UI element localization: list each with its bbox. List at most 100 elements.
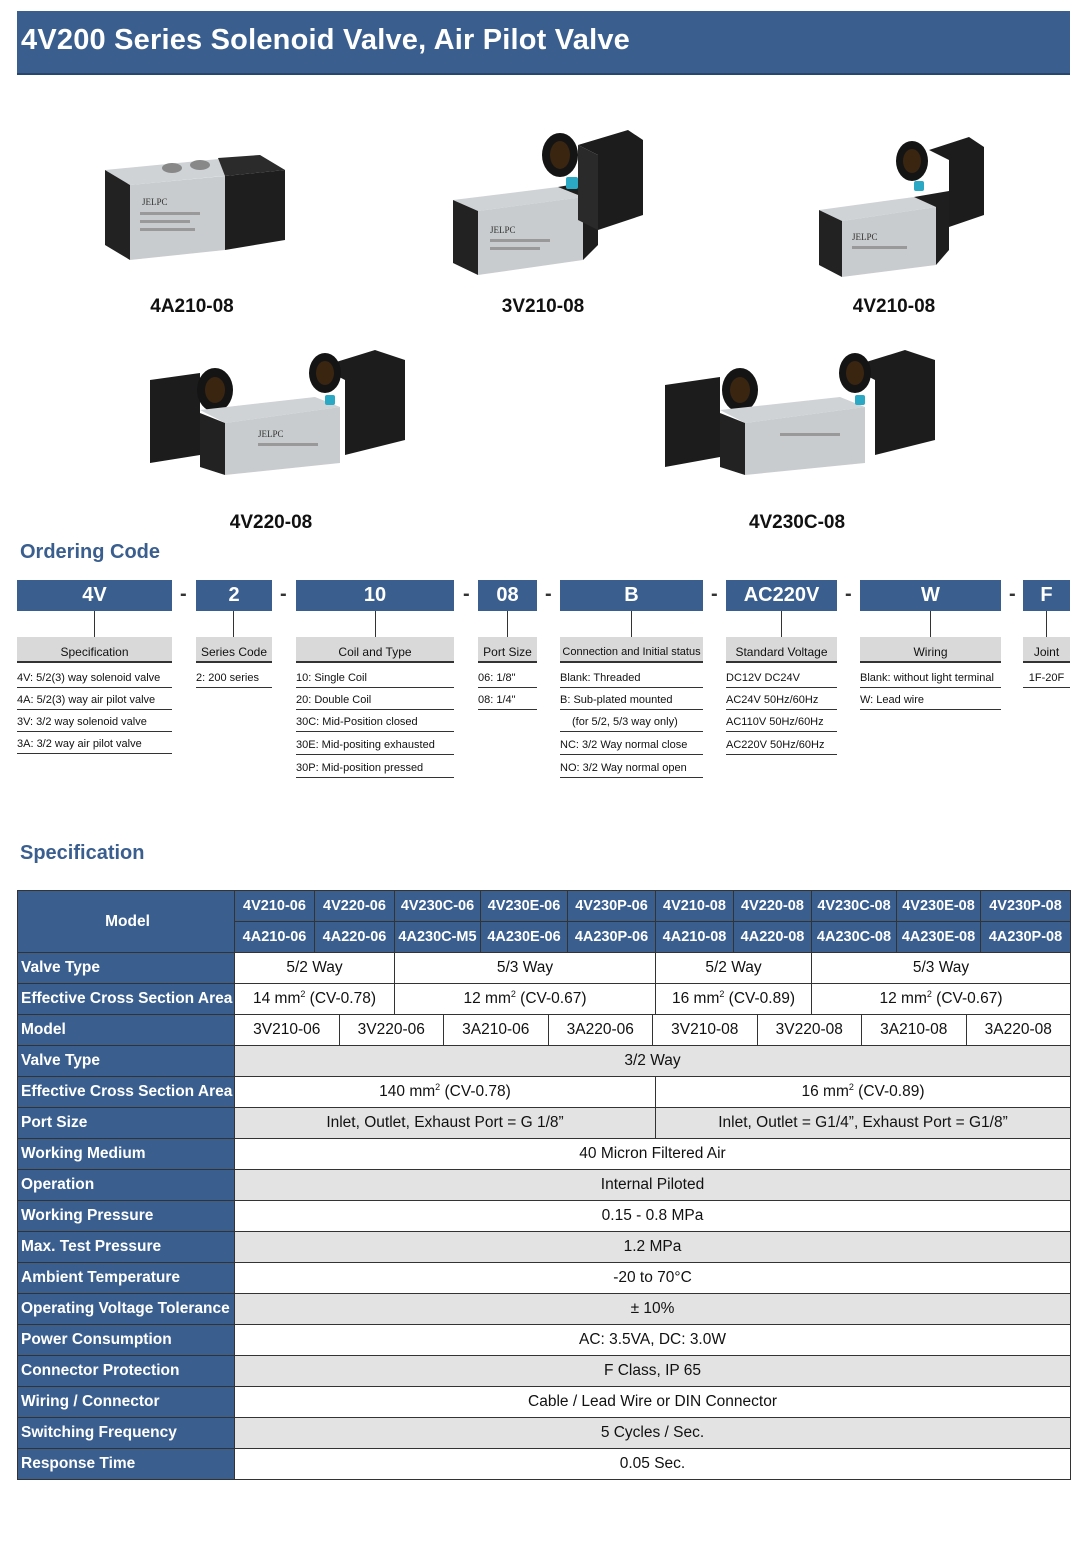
table-row: Switching Frequency 5 Cycles / Sec.: [17, 1417, 1071, 1449]
table-row: Effective Cross Section Area 140 mm2 (CV…: [17, 1076, 1071, 1108]
product-label: 4V210-08: [852, 296, 936, 317]
table-row: Effective Cross Section Area 14 mm2 (CV-…: [17, 983, 1071, 1015]
code-option: NO: 3/2 Way normal open: [560, 760, 703, 778]
model-cell: 4A210-06: [234, 921, 315, 953]
row-label: Working Pressure: [17, 1200, 235, 1232]
code-option: 30P: Mid-position pressed: [296, 760, 454, 778]
code-column-head: Coil and Type: [296, 637, 454, 663]
code-option: (for 5/2, 5/3 way only): [560, 714, 703, 732]
table-row: Working Pressure 0.15 - 0.8 MPa: [17, 1200, 1071, 1232]
table-row: Ambient Temperature -20 to 70°C: [17, 1262, 1071, 1294]
connector-line: [930, 611, 931, 637]
code-specification: 4V: [17, 580, 172, 611]
table-cell: 12 mm2 (CV-0.67): [394, 983, 656, 1015]
row-label: Model: [17, 890, 235, 953]
table-cell: 14 mm2 (CV-0.78): [234, 983, 395, 1015]
table-cell: 3/2 Way: [234, 1045, 1071, 1077]
code-option: DC12V DC24V: [726, 670, 837, 688]
code-option: 10: Single Coil: [296, 670, 454, 688]
code-wiring: W: [860, 580, 1001, 611]
table-row: Valve Type 3/2 Way: [17, 1045, 1071, 1077]
code-option: 1F-20F: [1023, 670, 1070, 688]
row-label: Wiring / Connector: [17, 1386, 235, 1418]
code-option: Blank: without light terminal: [860, 670, 1001, 688]
code-option: 30C: Mid-Position closed: [296, 714, 454, 732]
row-label: Valve Type: [17, 952, 235, 984]
row-label: Operation: [17, 1169, 235, 1201]
code-option: W: Lead wire: [860, 692, 1001, 710]
product-label: 4A210-08: [150, 296, 234, 317]
code-option: B: Sub-plated mounted: [560, 692, 703, 710]
model-cell: 4V230E-08: [896, 890, 981, 922]
code-option: 08: 1/4": [478, 692, 537, 710]
table-row: Power Consumption AC: 3.5VA, DC: 3.0W: [17, 1324, 1071, 1356]
model-cell: 4V230E-06: [480, 890, 568, 922]
code-separator: -: [180, 583, 187, 605]
code-option: AC110V 50Hz/60Hz: [726, 714, 837, 732]
model-cell: 4V230P-06: [567, 890, 656, 922]
connector-line: [375, 611, 376, 637]
table-cell: 16 mm2 (CV-0.89): [655, 1076, 1071, 1108]
code-coil-type: 10: [296, 580, 454, 611]
code-option: 30E: Mid-positing exhausted: [296, 737, 454, 755]
table-row: Connector Protection F Class, IP 65: [17, 1355, 1071, 1387]
code-column-head: Wiring: [860, 637, 1001, 663]
code-column-head: Series Code: [196, 637, 272, 663]
code-separator: -: [463, 583, 470, 605]
connector-line: [1046, 611, 1047, 637]
model-cell: 4A230P-08: [980, 921, 1071, 953]
product-image-4v230c: [660, 345, 940, 485]
model-cell: 4V220-08: [733, 890, 812, 922]
row-label: Effective Cross Section Area: [17, 983, 235, 1015]
code-column-head: Port Size: [478, 637, 537, 663]
row-label: Valve Type: [17, 1045, 235, 1077]
code-voltage: AC220V: [726, 580, 837, 611]
model-cell: 4A230E-08: [896, 921, 981, 953]
row-label: Working Medium: [17, 1138, 235, 1170]
row-label: Operating Voltage Tolerance: [17, 1293, 235, 1325]
table-row: Max. Test Pressure 1.2 MPa: [17, 1231, 1071, 1263]
model-cell: 3V220-08: [756, 1015, 862, 1045]
model-cell: 4V230C-08: [811, 890, 897, 922]
connector-line: [94, 611, 95, 637]
specification-table: Model 4V210-06 4V220-06 4V230C-06 4V230E…: [17, 890, 1071, 1480]
ordering-code-heading: Ordering Code: [20, 541, 161, 563]
code-column-head: Joint: [1023, 637, 1070, 663]
brand-logo: JELPC: [852, 232, 878, 242]
code-connection: B: [560, 580, 703, 611]
table-row: 4A210-06 4A220-06 4A230C-M5 4A230E-06 4A…: [18, 921, 1071, 953]
page-title: 4V200 Series Solenoid Valve, Air Pilot V…: [21, 24, 630, 56]
code-column-head: Specification: [17, 637, 172, 663]
product-label: 3V210-08: [501, 296, 585, 317]
table-cell: 140 mm2 (CV-0.78): [234, 1076, 656, 1108]
code-option: 4A: 5/2(3) way air pilot valve: [17, 692, 172, 710]
specification-heading: Specification: [20, 842, 145, 864]
model-cell: 4A230E-06: [480, 921, 568, 953]
product-image-3v210: JELPC: [448, 125, 648, 280]
connector-line: [631, 611, 632, 637]
model-cell: 4V220-06: [314, 890, 395, 922]
title-bar: 4V200 Series Solenoid Valve, Air Pilot V…: [17, 11, 1070, 75]
table-cell: 5/3 Way: [811, 952, 1071, 984]
connector-line: [233, 611, 234, 637]
product-label: 4V220-08: [229, 512, 313, 533]
connector-line: [507, 611, 508, 637]
table-cell: 12 mm2 (CV-0.67): [811, 983, 1071, 1015]
model-cell: 4A210-08: [655, 921, 734, 953]
row-label: Switching Frequency: [17, 1417, 235, 1449]
model-cell: 4A220-08: [733, 921, 812, 953]
code-joint: F: [1023, 580, 1070, 611]
model-cell: 3A210-06: [443, 1015, 548, 1045]
product-image-4v220: JELPC: [140, 345, 415, 485]
model-cell: 4A220-06: [314, 921, 395, 953]
table-cell: ± 10%: [234, 1293, 1071, 1325]
row-label: Ambient Temperature: [17, 1262, 235, 1294]
model-cell: 3A210-08: [861, 1015, 966, 1045]
code-option: Blank: Threaded: [560, 670, 703, 688]
model-cell: 4A230P-06: [567, 921, 656, 953]
table-row: Model 3V210-06 3V220-06 3A210-06 3A220-0…: [17, 1014, 1071, 1046]
row-label: Effective Cross Section Area: [17, 1076, 235, 1108]
table-cell: Internal Piloted: [234, 1169, 1071, 1201]
table-row: Model 4V210-06 4V220-06 4V230C-06 4V230E…: [17, 890, 1071, 953]
table-cell: Inlet, Outlet = G1/4”, Exhaust Port = G1…: [655, 1107, 1071, 1139]
